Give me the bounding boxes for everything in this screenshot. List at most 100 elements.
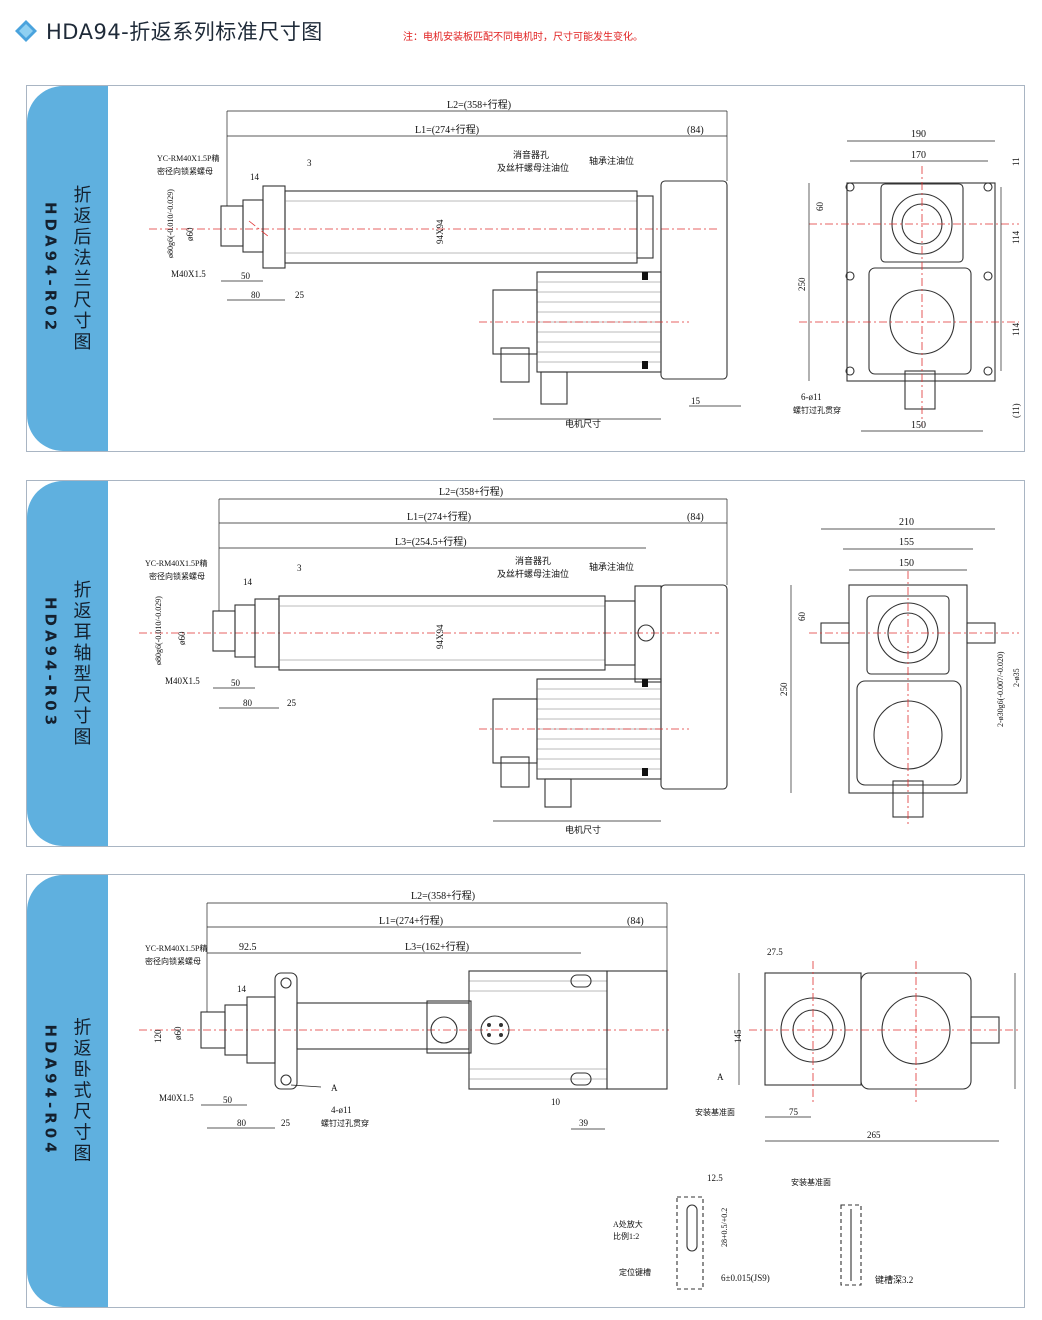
dim-250: 250: [797, 277, 807, 291]
dim-210: 210: [899, 517, 914, 528]
nut-label: YC-RM40X1.5P精: [157, 153, 219, 163]
holes-label: 6-ø11: [801, 392, 822, 402]
dim-27-5: 27.5: [767, 947, 783, 957]
keyslot-label: 定位键槽: [619, 1267, 651, 1277]
dim-84: (84): [687, 512, 704, 523]
motor-size: 电机尺寸: [565, 418, 601, 429]
detail-label: A处放大: [613, 1219, 643, 1229]
dim-35: 2-ø35: [1012, 668, 1021, 687]
dim-265: 265: [867, 1130, 881, 1140]
dim-25: 25: [281, 1118, 291, 1128]
dim-92-5: 92.5: [239, 942, 257, 953]
side-view: [139, 970, 669, 1090]
tab-title: 折返卧式尺寸图: [70, 1017, 92, 1165]
dim-170: 170: [911, 150, 926, 161]
r04-svg: L2=(358+行程) L1=(274+行程) (84) 92.5 L3=(16…: [139, 889, 1037, 1290]
drawing-r04: L2=(358+行程) L1=(274+行程) (84) 92.5 L3=(16…: [109, 875, 1037, 1307]
header-note: 注：电机安装板匹配不同电机时，尺寸可能发生变化。: [403, 32, 643, 43]
dim-l2: L2=(358+行程): [439, 485, 503, 498]
dim-50: 50: [223, 1095, 233, 1105]
dim-28: 28+0.5/+0.2: [720, 1208, 729, 1247]
dim-60-end: 60: [815, 202, 825, 212]
dim-94x94: 94X94: [435, 219, 445, 244]
dim-15: 15: [691, 396, 701, 406]
panel-r03: HDA94-R03 折返耳轴型尺寸图: [26, 480, 1025, 847]
base-label: 安装基准面: [695, 1107, 735, 1117]
nut-label-2: 密径向锁紧螺母: [149, 571, 205, 581]
nut-label: YC-RM40X1.5P精: [145, 943, 207, 953]
dim-10: 10: [551, 1097, 561, 1107]
dim-60: ø60: [177, 631, 187, 645]
nut-label: YC-RM40X1.5P精: [145, 558, 207, 568]
end-dimensions: 27.5 145 150 A 安装基准面 75 265: [695, 947, 1037, 1142]
nut-label-2: 密径向锁紧螺母: [145, 956, 201, 966]
side-dimensions: L2=(358+行程) L1=(274+行程) (84) 92.5 L3=(16…: [145, 889, 668, 1130]
dim-145: 145: [733, 1029, 743, 1043]
diamond-icon: [15, 20, 37, 42]
dim-250: 250: [779, 682, 789, 696]
label-a-end: A: [717, 1072, 724, 1082]
dim-150: 150: [911, 420, 926, 431]
dim-80g6: ø80g6(-0.010/-0.029): [154, 596, 163, 665]
detail-a: A处放大 比例1:2 12.5 28+0.5/+0.2 定位键槽 6±0.015…: [613, 1173, 770, 1290]
end-view: [809, 571, 1019, 826]
bearing-label: 轴承注油位: [589, 561, 634, 572]
dim-60: ø60: [173, 1026, 183, 1040]
key-label: 6±0.015(JS9): [721, 1273, 770, 1283]
dim-114-a: 114: [1011, 230, 1021, 244]
dim-120: 120: [153, 1029, 163, 1043]
dim-80: 80: [251, 290, 261, 300]
end-dimensions: 210 155 150 60 250 2-ø30g6(-0.007/-0.020…: [779, 517, 1021, 793]
dim-m40: M40X1.5: [159, 1093, 194, 1103]
dim-l2: L2=(358+行程): [411, 889, 475, 902]
tab-title: 折返后法兰尺寸图: [70, 184, 92, 353]
base-label-2: 安装基准面: [791, 1177, 831, 1187]
muffler-label: 消音器孔: [515, 555, 551, 566]
dim-l1: L1=(274+行程): [415, 123, 479, 136]
dim-12-5: 12.5: [707, 1173, 723, 1183]
dim-14: 14: [250, 172, 260, 182]
dim-25: 25: [287, 698, 297, 708]
side-dimensions: L2=(358+行程) L1=(274+行程) (84) YC-RM40X1.5…: [157, 98, 741, 429]
dim-80: 80: [237, 1118, 247, 1128]
holes-label-2: 螺钉过孔贯穿: [321, 1118, 369, 1128]
drawing-r02: L2=(358+行程) L1=(274+行程) (84) YC-RM40X1.5…: [109, 86, 1024, 451]
dim-94x94: 94X94: [435, 624, 445, 649]
r02-svg: L2=(358+行程) L1=(274+行程) (84) YC-RM40X1.5…: [149, 98, 1021, 432]
tab-title: 折返耳轴型尺寸图: [70, 579, 92, 748]
side-view: [149, 180, 728, 405]
dim-3: 3: [297, 563, 302, 573]
detail-base: 安装基准面 键槽深3.2: [791, 1177, 913, 1286]
dim-l1: L1=(274+行程): [407, 510, 471, 523]
end-view: [749, 961, 1019, 1103]
page-header: HDA94-折返系列标准尺寸图: [14, 14, 323, 48]
motor-size: 电机尺寸: [565, 824, 601, 835]
holes-label-2: 螺钉过孔贯穿: [793, 405, 841, 415]
dim-60: ø60: [185, 227, 195, 241]
dim-150: 150: [899, 558, 914, 569]
end-view: [799, 166, 1019, 426]
dim-l3: L3=(254.5+行程): [395, 535, 467, 548]
drawing-r03: L2=(358+行程) L1=(274+行程) (84) L3=(254.5+行…: [109, 481, 1024, 846]
dim-75: 75: [789, 1107, 799, 1117]
tab-code: HDA94-R04: [41, 1024, 60, 1158]
dim-l3: L3=(162+行程): [405, 940, 469, 953]
dim-50: 50: [231, 678, 241, 688]
muffler-label-2: 及丝杆螺母注油位: [497, 568, 569, 579]
dim-l2: L2=(358+行程): [447, 98, 511, 111]
panel-r04: HDA94-R04 折返卧式尺寸图: [26, 874, 1037, 1308]
tab-code: HDA94-R02: [41, 202, 60, 335]
dim-m40: M40X1.5: [165, 676, 200, 686]
dim-80g6: ø80g6(-0.010/-0.029): [166, 189, 175, 258]
dim-3: 3: [307, 158, 312, 168]
panel-tab: HDA94-R02 折返后法兰尺寸图: [27, 86, 108, 451]
end-dimensions: 190 170 11 60 114 250 114 6-ø11 螺钉过孔贯穿 1…: [793, 129, 1021, 432]
muffler-label-2: 及丝杆螺母注油位: [497, 162, 569, 173]
panel-tab: HDA94-R03 折返耳轴型尺寸图: [27, 481, 108, 846]
dim-155: 155: [899, 537, 914, 548]
dim-190: 190: [911, 129, 926, 140]
muffler-label: 消音器孔: [513, 149, 549, 160]
dim-84: (84): [627, 916, 644, 927]
dim-11: 11: [1011, 157, 1021, 166]
panel-tab: HDA94-R04 折返卧式尺寸图: [27, 875, 108, 1307]
